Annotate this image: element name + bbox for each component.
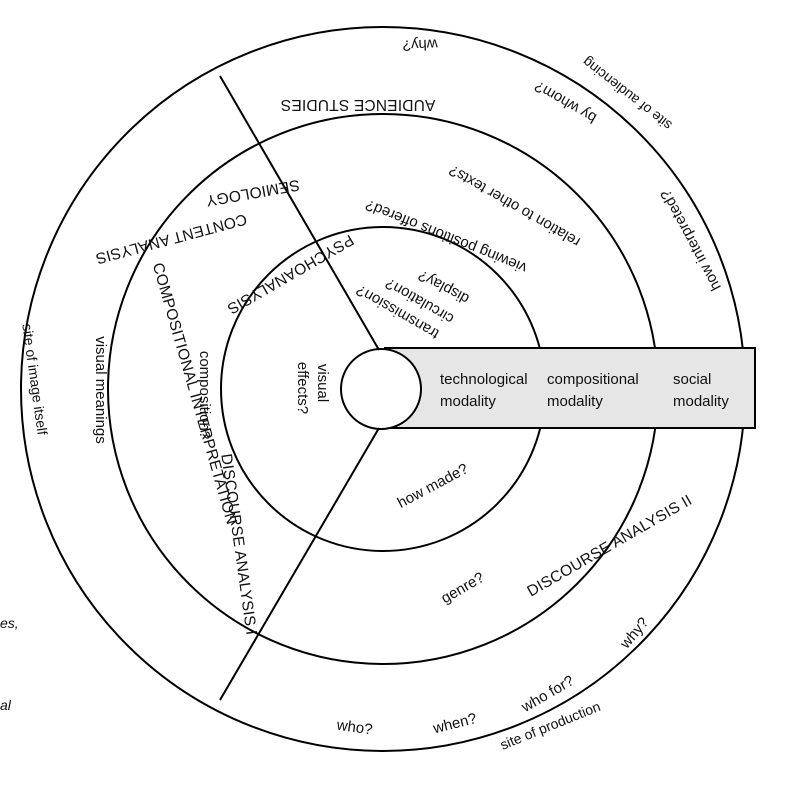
label-by-whom: by whom? [532,77,600,126]
label-site-of-image-itself: site of image itself [19,323,50,436]
label-when: when? [430,710,478,737]
label-psychoanalysis: PSYCHOANALYSIS [224,231,356,317]
label-composition: composition? [196,351,213,439]
modality-band [384,347,756,429]
center-circle [340,348,422,430]
label-technological: technological [440,371,528,388]
label-compositional-modality: modality [547,393,603,410]
label-discourse-analysis-1: DISCOURSE ANALYSIS I [217,453,259,636]
label-social-modality: modality [673,393,729,410]
label-technological-modality: modality [440,393,496,410]
label-visual: visual [314,364,331,402]
label-social: social [673,371,711,388]
clipped-side-text-1: es, [0,615,19,631]
label-who: who? [335,716,374,738]
label-why-top: why? [402,35,439,53]
clipped-side-text-2: al [0,697,12,713]
divider-line-lower [219,427,380,701]
label-compositional: compositional [547,371,639,388]
label-site-of-production: site of production [498,698,603,753]
label-content-analysis: CONTENT ANALYSIS [94,210,249,267]
divider-line-upper [219,75,380,351]
label-how-interpreted: how interpreted? [657,187,724,294]
label-why-bottom: why? [616,614,652,653]
label-genre: genre? [438,569,487,607]
label-effects: effects? [294,362,311,414]
label-discourse-analysis-2: DISCOURSE ANALYSIS II [524,492,695,600]
label-how-made: how made? [395,460,471,511]
label-audience-studies: AUDIENCE STUDIES [281,96,436,113]
label-visual-meanings: visual meanings [92,336,109,444]
label-semiology: SEMIOLOGY [205,176,301,209]
